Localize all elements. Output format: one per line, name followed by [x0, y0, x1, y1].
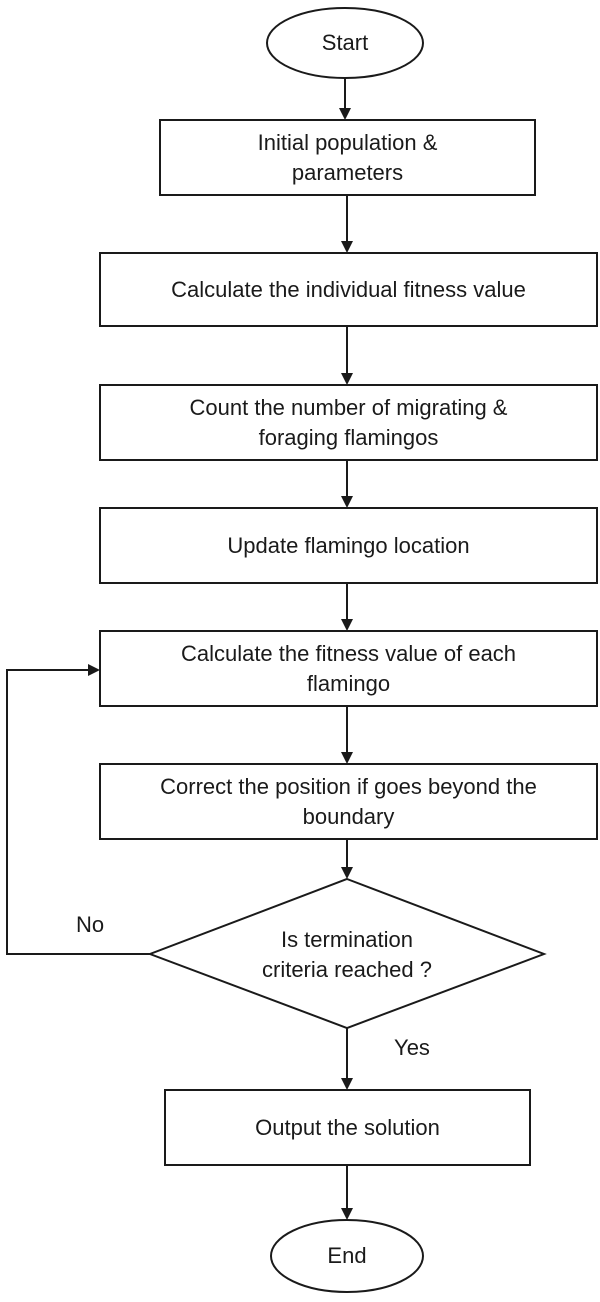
termination-decision-label: Is termination criteria reached ?: [262, 927, 432, 982]
calculate-individual-fitness-label: Calculate the individual fitness value: [171, 276, 526, 302]
correct-position-label: Correct the position if goes beyond the …: [160, 773, 537, 829]
initial-population-box: [159, 119, 536, 196]
update-location-box: [99, 507, 598, 584]
initial-population-label: Initial population & parameters: [257, 129, 438, 185]
calculate-individual-fitness-box: [99, 252, 598, 327]
no-edge-label: No: [75, 912, 105, 937]
count-flamingos-box: [99, 384, 598, 461]
start-label: Start: [321, 30, 369, 55]
end-terminal: [270, 1219, 424, 1293]
output-solution-box: [164, 1089, 531, 1166]
update-location-label: Update flamingo location: [227, 532, 470, 558]
count-flamingos-label: Count the number of migrating & foraging…: [189, 394, 508, 450]
calculate-each-fitness-label: Calculate the fitness value of each flam…: [180, 640, 517, 696]
calculate-each-fitness-box: [99, 630, 598, 707]
arrow-no-loop-back: [6, 664, 150, 955]
correct-position-box: [99, 763, 598, 840]
end-label: End: [327, 1243, 367, 1268]
output-solution-label: Output the solution: [255, 1114, 440, 1140]
yes-edge-label: Yes: [394, 1035, 430, 1060]
